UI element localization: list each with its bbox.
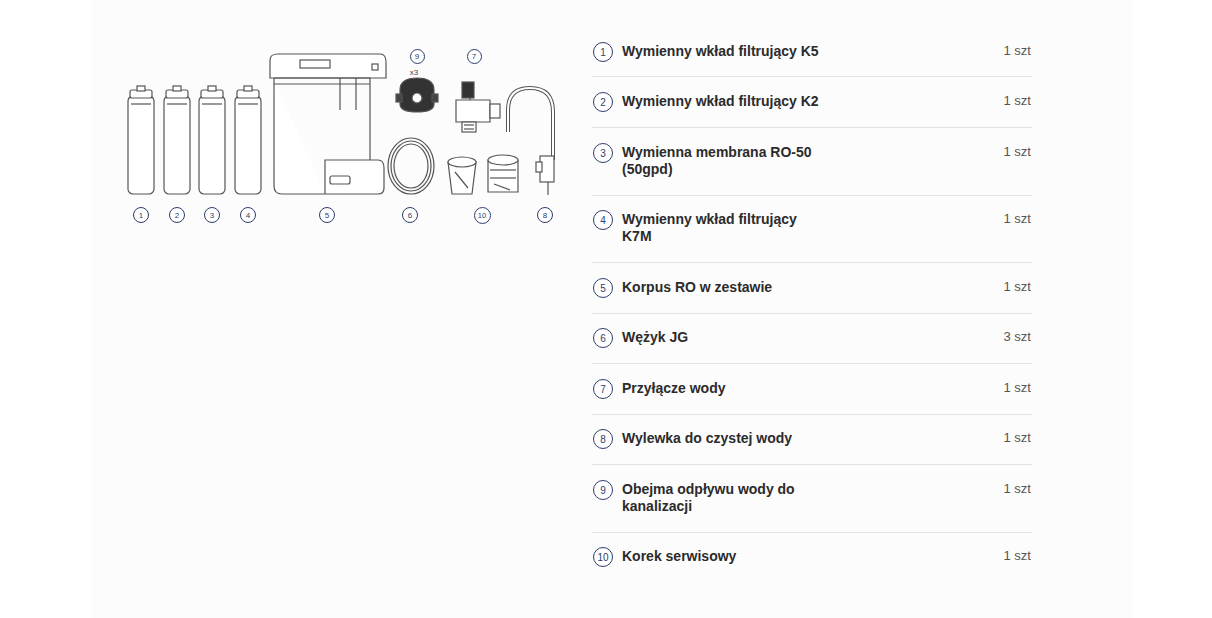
callout-number: 3 — [600, 148, 606, 159]
quantity-cell: 3 szt — [1004, 329, 1031, 344]
callout-circle: 2 — [169, 207, 185, 223]
callout-number: 10 — [478, 211, 486, 220]
callout-number: 5 — [600, 283, 606, 294]
quantity-cell: 1 szt — [1004, 93, 1031, 108]
callout-number: 9 — [600, 485, 606, 496]
callout-number: 6 — [408, 211, 412, 220]
callout-number: 10 — [597, 552, 608, 563]
callout-circle: 1 — [593, 42, 613, 62]
callout-number: 8 — [543, 211, 547, 220]
callout-circle: 3 — [593, 143, 613, 163]
callout-circle: 7 — [593, 379, 613, 399]
callout-circle: 7 — [467, 49, 482, 64]
part-name: Wymienny wkład filtrujący K7M — [622, 211, 827, 245]
row-separators — [592, 77, 1032, 533]
quantity-cell: 1 szt — [1004, 211, 1031, 226]
callout-circle: 3 — [204, 207, 220, 223]
callout-number: 7 — [472, 52, 476, 61]
drain-clamp — [396, 78, 438, 112]
callout-circle: 10 — [593, 547, 613, 567]
tubing-coil — [388, 138, 434, 194]
callout-circle: 10 — [474, 207, 491, 224]
clean-water-faucet — [508, 88, 554, 195]
callout-circle: 8 — [537, 207, 553, 223]
callout-circle: 6 — [402, 207, 418, 223]
filter-cartridges — [128, 86, 261, 194]
callout-circle: 8 — [593, 429, 613, 449]
part-name: Przyłącze wody — [622, 380, 726, 397]
callout-circle: 4 — [240, 207, 256, 223]
quantity-cell: 1 szt — [1004, 279, 1031, 294]
part-name: Korpus RO w zestawie — [622, 279, 772, 296]
quantity-mark: x3 — [410, 68, 418, 77]
quantity-cell: 1 szt — [1004, 380, 1031, 395]
quantity-cell: 1 szt — [1004, 430, 1031, 445]
callout-number: 9 — [415, 52, 419, 61]
part-name: Wężyk JG — [622, 329, 688, 346]
callout-circle: 6 — [593, 328, 613, 348]
callout-number: 3 — [210, 211, 214, 220]
callout-circle: 5 — [593, 278, 613, 298]
callout-number: 8 — [600, 434, 606, 445]
quantity-cell: 1 szt — [1004, 43, 1031, 58]
quantity-cell: 1 szt — [1004, 144, 1031, 159]
water-connector-valve — [456, 82, 500, 132]
part-name: Wymienny wkład filtrujący K5 — [622, 43, 819, 60]
callout-circle: 4 — [593, 210, 613, 230]
callout-number: 7 — [600, 384, 606, 395]
callout-number: 6 — [600, 333, 606, 344]
quantity-cell: 1 szt — [1004, 548, 1031, 563]
part-name: Wymienna membrana RO-50 (50gpd) — [622, 144, 827, 178]
callout-number: 4 — [246, 211, 250, 220]
quantity-cell: 1 szt — [1004, 481, 1031, 496]
part-name: Korek serwisowy — [622, 548, 736, 565]
part-name: Wymienny wkład filtrujący K2 — [622, 93, 819, 110]
callout-circle: 9 — [410, 49, 425, 64]
ro-housing — [270, 54, 386, 194]
callout-circle: 5 — [319, 207, 335, 223]
callout-number: 2 — [175, 211, 179, 220]
callout-number: 4 — [600, 215, 606, 226]
callout-circle: 9 — [593, 480, 613, 500]
callout-circle: 1 — [133, 207, 149, 223]
callout-number: 2 — [600, 97, 606, 108]
callout-number: 1 — [600, 47, 606, 58]
callout-number: 1 — [139, 211, 143, 220]
part-name: Wylewka do czystej wody — [622, 430, 792, 447]
callout-circle: 2 — [593, 92, 613, 112]
callout-number: 5 — [325, 211, 329, 220]
service-caps — [448, 155, 518, 194]
part-name: Obejma odpływu wody do kanalizacji — [622, 481, 827, 515]
